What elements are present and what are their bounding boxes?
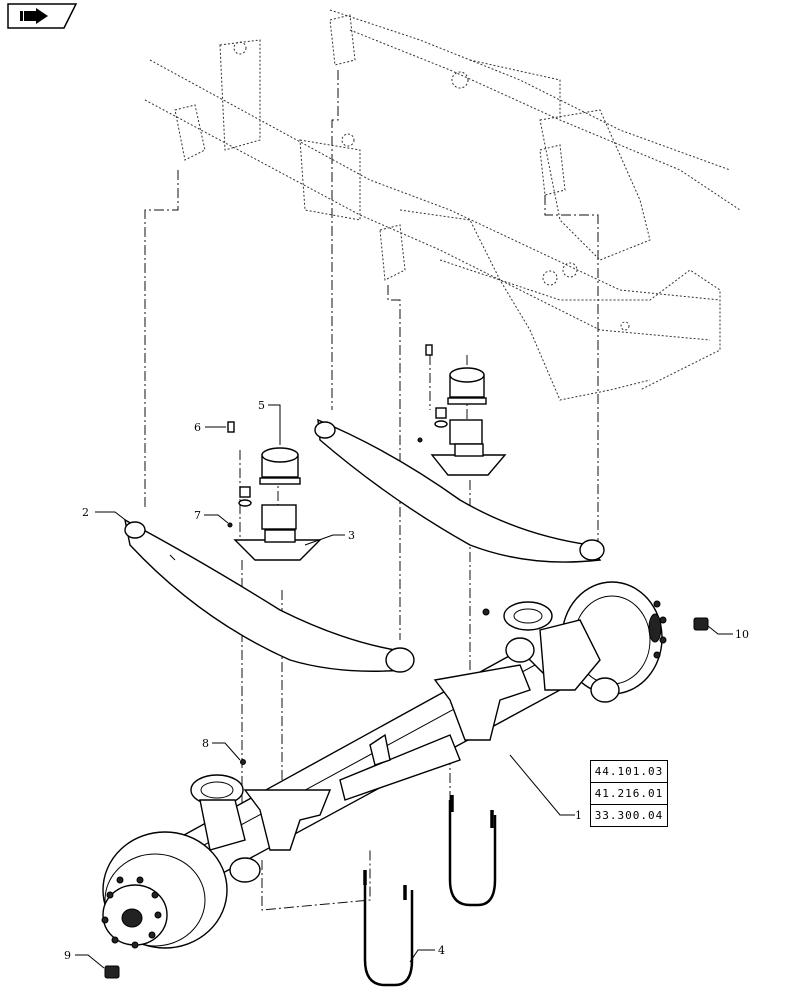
callout-4: 4 xyxy=(438,944,445,957)
callout-10: 10 xyxy=(735,628,749,641)
leaf-spring-rear xyxy=(314,418,605,563)
reference-code-link[interactable]: 44.101.03 xyxy=(591,761,667,783)
back-arrow-icon xyxy=(7,3,78,29)
callout-7: 7 xyxy=(194,509,201,522)
alignment-lines xyxy=(144,70,599,911)
callout-1: 1 xyxy=(575,809,582,822)
bump-stop-front xyxy=(233,447,322,561)
front-axle xyxy=(101,581,667,949)
u-bolts xyxy=(363,795,497,987)
callout-6: 6 xyxy=(194,421,201,434)
reference-codes-table: 44.101.03 41.216.01 33.300.04 xyxy=(590,760,668,827)
frame-phantom xyxy=(144,9,741,401)
callout-2: 2 xyxy=(82,506,89,519)
callout-3: 3 xyxy=(348,529,355,542)
bump-stop-rear xyxy=(430,367,507,476)
callout-8: 8 xyxy=(202,737,209,750)
callout-5: 5 xyxy=(258,399,265,412)
back-button[interactable] xyxy=(6,3,78,29)
leaf-spring-front xyxy=(124,518,415,673)
fasteners xyxy=(104,344,709,979)
leader-lines xyxy=(75,404,733,969)
reference-code-link[interactable]: 41.216.01 xyxy=(591,783,667,805)
reference-code-link[interactable]: 33.300.04 xyxy=(594,809,664,822)
callout-labels: 1 2 3 4 5 6 7 8 9 10 xyxy=(64,399,749,962)
callout-9: 9 xyxy=(64,949,71,962)
